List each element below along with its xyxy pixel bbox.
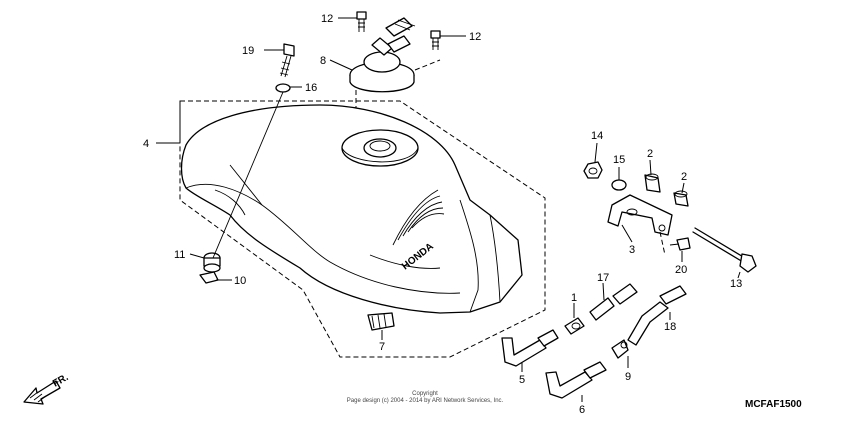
front-direction-label: FR.: [51, 372, 71, 390]
callout-18: 18: [664, 321, 676, 333]
leader-17: [602, 282, 605, 301]
fuel-cap: [349, 17, 416, 93]
washer-15: [611, 179, 627, 191]
bolt-20: [669, 237, 691, 251]
diagram-code: MCFAF1500: [745, 399, 802, 410]
damper-2a: [644, 173, 661, 193]
callout-12b: 12: [469, 31, 481, 43]
callout-4: 4: [143, 138, 149, 150]
cushion-part: [367, 312, 395, 331]
cap-dash-right: [414, 59, 441, 71]
callout-11: 11: [174, 249, 185, 261]
washer-16: [275, 83, 291, 93]
callout-2a: 2: [647, 148, 653, 160]
callout-8: 8: [320, 55, 326, 67]
callout-9: 9: [625, 371, 631, 383]
leader-2a: [649, 159, 652, 176]
bolt-19: [279, 43, 295, 78]
leader-13: [737, 271, 741, 279]
nut-14: [583, 161, 603, 179]
copyright-line-2: Page design (c) 2004 - 2014 by ARI Netwo…: [347, 398, 504, 404]
screw-12b: [430, 30, 441, 50]
callout-10: 10: [234, 275, 246, 287]
bracket-3: [607, 194, 673, 236]
fuel-tank: HONDA: [180, 104, 523, 314]
fitting-1: [564, 317, 585, 335]
callout-14: 14: [591, 130, 603, 142]
callout-5: 5: [519, 374, 525, 386]
callout-19: 19: [242, 45, 254, 57]
hose-5: [501, 329, 559, 367]
damper-2b: [673, 190, 689, 207]
front-direction-arrow: [23, 380, 61, 405]
callout-7: 7: [379, 341, 385, 353]
leader-3: [621, 224, 633, 243]
clip-9: [611, 339, 629, 359]
hose-17: [589, 283, 638, 321]
copyright-line-1: Copyright: [412, 391, 438, 397]
callout-12a: 12: [321, 13, 333, 25]
callout-2b: 2: [681, 171, 687, 183]
callout-1: 1: [571, 292, 577, 304]
bolt-13: [692, 227, 757, 273]
callout-13: 13: [730, 278, 742, 290]
screw-12a: [356, 11, 367, 32]
leader-8: [329, 59, 353, 71]
callout-3: 3: [629, 244, 635, 256]
leader-11: [189, 253, 205, 259]
bolt-20-dash: [659, 231, 666, 256]
callout-6: 6: [579, 404, 585, 416]
callout-17: 17: [597, 272, 609, 284]
bolt-assembly-line: [212, 91, 284, 259]
hose-6: [545, 361, 607, 399]
hose-18: [627, 285, 687, 346]
leader-2b: [681, 182, 685, 194]
callout-15: 15: [613, 154, 625, 166]
callout-20: 20: [675, 264, 687, 276]
callout-16: 16: [305, 82, 317, 94]
assembly-boundary: [179, 100, 546, 358]
leader-14: [594, 142, 598, 163]
